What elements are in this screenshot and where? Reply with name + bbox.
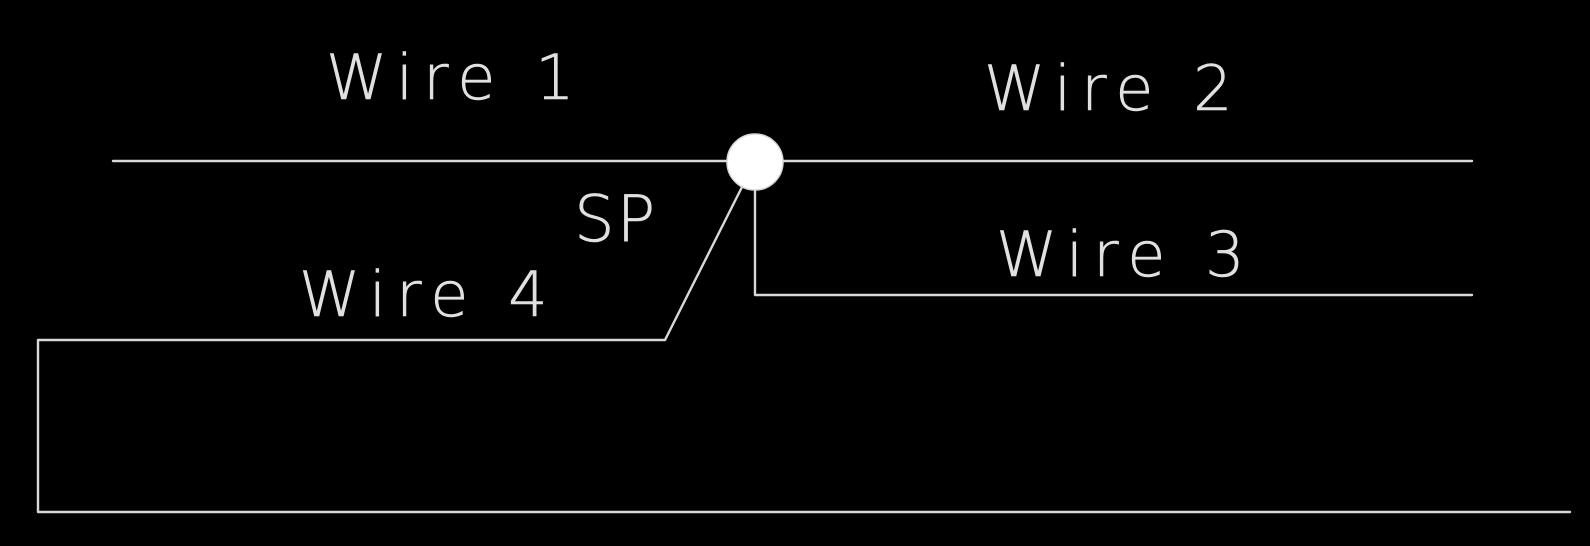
wire-1-label: Wire 1 <box>326 41 585 114</box>
splice-label: SP <box>574 183 657 257</box>
wire-3-label: Wire 3 <box>996 218 1255 291</box>
wire-3-line <box>753 183 1474 297</box>
wire-4-line <box>36 183 1572 514</box>
wire-4-label: Wire 4 <box>299 258 558 331</box>
wire-2-label: Wire 2 <box>984 52 1243 125</box>
splice-node <box>726 133 784 191</box>
